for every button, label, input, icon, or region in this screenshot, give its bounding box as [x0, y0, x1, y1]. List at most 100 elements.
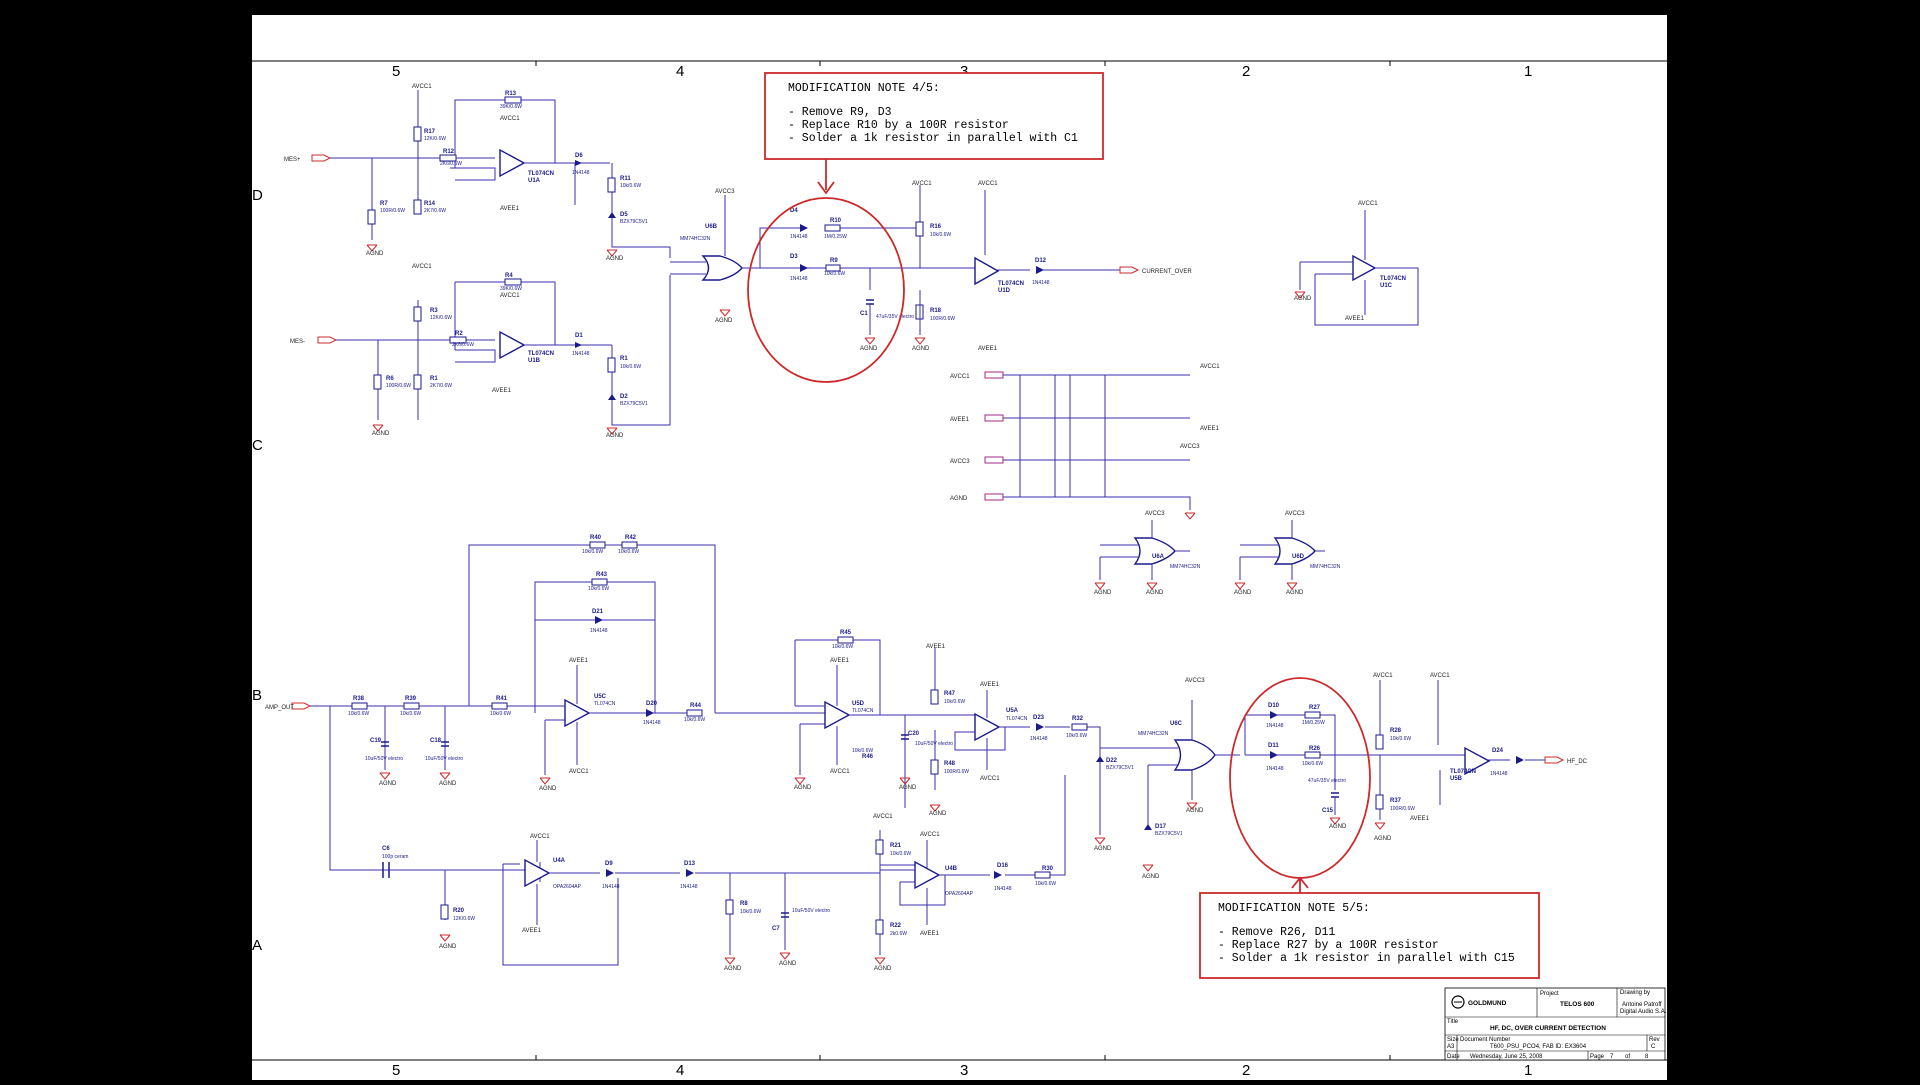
- r14-value: 2K7/0.6W: [424, 208, 446, 214]
- tb-title-label: Title: [1447, 1019, 1459, 1025]
- d2-value: BZX79C5V1: [620, 401, 648, 407]
- r12-value: 2K6/0.6W: [440, 161, 462, 167]
- note5-title: MODIFICATION NOTE 5/5:: [1218, 902, 1370, 915]
- d16-value: 1N4148: [994, 886, 1012, 892]
- net-avcc1-u5b: AVCC1: [1430, 673, 1450, 679]
- u6d-label: U6D: [1292, 554, 1305, 560]
- d13-label: D13: [684, 861, 696, 867]
- net-avcc1-u1c: AVCC1: [1358, 201, 1378, 207]
- net-hf-dc: HF_DC: [1567, 759, 1588, 765]
- mes-plus-detector: MES+ R13 39K/0.6W R17 12K/0.6W R12 2K6/0…: [284, 84, 671, 262]
- decoup-avcc3-out: AVCC3: [1180, 444, 1200, 450]
- net-avcc3-u6d: AVCC3: [1285, 511, 1305, 517]
- r6-label: R6: [386, 376, 394, 382]
- tb-doc: T600_PSU_PCO4, FAB ID: EX3604: [1490, 1044, 1587, 1050]
- frame-col-2-top: 2: [1242, 63, 1250, 80]
- d20-value: 1N4148: [643, 720, 661, 726]
- net-agnd-c15: AGND: [1329, 824, 1347, 830]
- net-avcc1-u1b: AVCC1: [412, 264, 432, 270]
- r44-label: R44: [690, 703, 702, 709]
- tb-size-label: Size: [1447, 1037, 1459, 1043]
- r1b-label: R1: [620, 356, 628, 362]
- r7-label: R7: [380, 201, 388, 207]
- amp-out-chain: AMP_OUT R38 10k/0.6W R39 10k/0.6W C19 10…: [265, 535, 1588, 880]
- d10-value: 1N4148: [1266, 723, 1284, 729]
- frame-col-4-bottom: 4: [676, 1062, 684, 1079]
- u1c-part: TL074CN: [1380, 276, 1406, 282]
- d6-label: D6: [575, 153, 583, 159]
- d3-value: 1N4148: [790, 276, 808, 282]
- d23-label: D23: [1033, 715, 1045, 721]
- note5-line-2: - Replace R27 by a 100R resistor: [1218, 939, 1439, 952]
- d12-value: 1N4148: [1032, 280, 1050, 286]
- net-agnd-r48: AGND: [929, 811, 947, 817]
- frame-col-5-bottom: 5: [392, 1062, 400, 1079]
- d16-label: D16: [997, 863, 1009, 869]
- net-agnd-c1: AGND: [860, 346, 878, 352]
- r42-label: R42: [625, 535, 637, 541]
- net-avcc1-r16: AVCC1: [912, 181, 932, 187]
- d5-value: BZX79C5V1: [620, 219, 648, 225]
- d24-value: 1N4148: [1490, 771, 1508, 777]
- r38-value: 10k/0.6W: [348, 711, 369, 717]
- u5b-ref: U5B: [1450, 776, 1463, 782]
- net-agnd-u6c: AGND: [1186, 808, 1204, 814]
- r18-label: R18: [930, 308, 942, 314]
- d22-label: D22: [1106, 758, 1118, 764]
- d4-value: 1N4148: [790, 234, 808, 240]
- u6b-value: MM74HC32N: [680, 236, 711, 242]
- c1-label: C1: [860, 311, 868, 317]
- r10-value: 1M/0.25W: [824, 234, 847, 240]
- c6-value: 100p ceram: [382, 854, 408, 860]
- r38-label: R38: [353, 696, 365, 702]
- r45-label: R45: [840, 630, 852, 636]
- d17-value: BZX79C5V1: [1155, 831, 1183, 837]
- d11-value: 1N4148: [1266, 766, 1284, 772]
- net-avcc1-r28: AVCC1: [1373, 673, 1393, 679]
- u1b-ref: U1B: [528, 358, 541, 364]
- net-agnd-r6: AGND: [372, 431, 390, 437]
- tb-date: Wednesday, June 25, 2008: [1470, 1054, 1543, 1060]
- r48-label: R48: [944, 761, 956, 767]
- u5d-label: U5D: [852, 701, 865, 707]
- frame-row-c: C: [252, 437, 263, 454]
- d20-label: D20: [646, 701, 658, 707]
- u6c-value: MM74HC32N: [1138, 731, 1169, 737]
- net-amp-out: AMP_OUT: [265, 705, 294, 711]
- u1b-part: TL074CN: [528, 351, 554, 357]
- r47-value: 10k/0.6W: [944, 699, 965, 705]
- decoup-avcc1-out: AVCC1: [1200, 364, 1220, 370]
- tb-page: 7: [1610, 1054, 1614, 1060]
- r43-value: 10k/0.6W: [588, 586, 609, 592]
- r18-value: 100R/0.6W: [930, 316, 955, 322]
- net-avee1-u5b: AVEE1: [1410, 816, 1430, 822]
- net-agnd-d5: AGND: [606, 256, 624, 262]
- r12-label: R12: [443, 149, 455, 155]
- r28-value: 10k/0.6W: [1390, 736, 1411, 742]
- tb-of-label: of: [1625, 1054, 1630, 1060]
- u5a-value: TL074CN: [1006, 716, 1028, 722]
- d4-label: D4: [790, 208, 798, 214]
- schematic-drawing: 5 4 3 2 1 5 4 3 2 1 D C B A MES+ R13 39K…: [252, 60, 1667, 1079]
- frame-col-3-bottom: 3: [960, 1062, 968, 1079]
- tb-project-label: Project: [1540, 991, 1559, 997]
- note4-line-3: - Solder a 1k resistor in parallel with …: [788, 132, 1078, 145]
- d1-label: D1: [575, 333, 583, 339]
- d17-label: D17: [1155, 824, 1167, 830]
- decoup-avcc1-label: AVCC1: [950, 374, 970, 380]
- r28-label: R28: [1390, 728, 1402, 734]
- u5c-value: TL074CN: [594, 701, 616, 707]
- frame-row-b: B: [252, 687, 262, 704]
- net-avee1-u5a: AVEE1: [980, 682, 1000, 688]
- r13-value: 39K/0.6W: [500, 104, 522, 110]
- r42-value: 10k/0.6W: [618, 549, 639, 555]
- frame-col-2-bottom: 2: [1242, 1062, 1250, 1079]
- r41-label: R41: [496, 696, 508, 702]
- note4-line-1: - Remove R9, D3: [788, 106, 892, 119]
- c20-label: C20: [908, 731, 920, 737]
- r46-label: R46: [862, 754, 874, 760]
- net-avcc1-r21: AVCC1: [873, 814, 893, 820]
- r45-value: 10k/0.6W: [832, 644, 853, 650]
- d9-value: 1N4148: [602, 884, 620, 890]
- r27-label: R27: [1309, 705, 1321, 711]
